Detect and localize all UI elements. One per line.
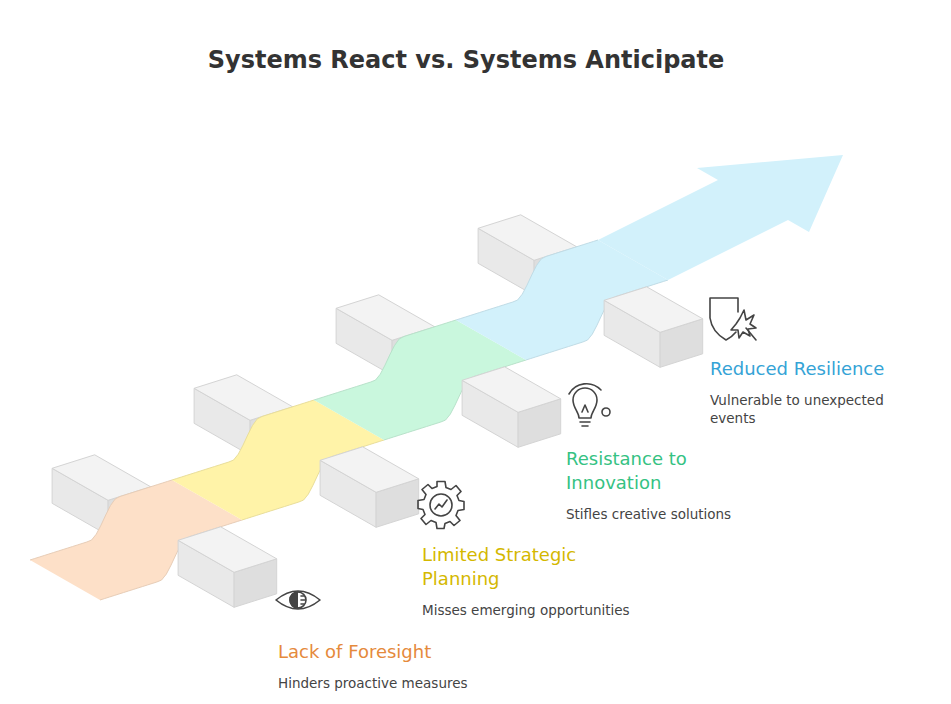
ribbon-edge: [314, 320, 456, 400]
diagram-title: Systems React vs. Systems Anticipate: [0, 46, 932, 74]
step-description: Hinders proactive measures: [278, 674, 470, 692]
shield-icon: [710, 298, 756, 340]
step-item: Reduced ResilienceVulnerable to unexpect…: [708, 355, 914, 429]
step-heading: Reduced Resilience: [710, 357, 912, 381]
step-item: Resistance to InnovationStifles creative…: [564, 445, 736, 525]
step-heading: Lack of Foresight: [278, 640, 470, 664]
block-front: [320, 447, 419, 528]
step-description: Stifles creative solutions: [566, 505, 734, 523]
block-top: [178, 527, 277, 573]
step-description: Misses emerging opportunities: [422, 601, 632, 619]
ribbon-edge: [172, 400, 314, 480]
step-item: Lack of ForesightHinders proactive measu…: [276, 638, 472, 694]
block-front: [462, 367, 561, 448]
block-front: [178, 527, 277, 608]
block-front: [604, 287, 703, 368]
step-item: Limited Strategic PlanningMisses emergin…: [420, 541, 634, 621]
step-heading: Limited Strategic Planning: [422, 543, 622, 591]
step-description: Vulnerable to unexpected events: [710, 391, 910, 427]
block-top: [320, 447, 419, 493]
eye-icon: [276, 591, 320, 609]
lightbulb-icon: [569, 384, 610, 426]
block-top: [462, 367, 561, 413]
ribbon-edge: [456, 240, 598, 320]
arrow-head: [598, 155, 843, 280]
ribbon-edge: [30, 480, 172, 560]
gear-icon: [418, 482, 464, 529]
ribbon-steps: [30, 155, 843, 607]
block-top: [604, 287, 703, 333]
step-heading: Resistance to Innovation: [566, 447, 726, 495]
